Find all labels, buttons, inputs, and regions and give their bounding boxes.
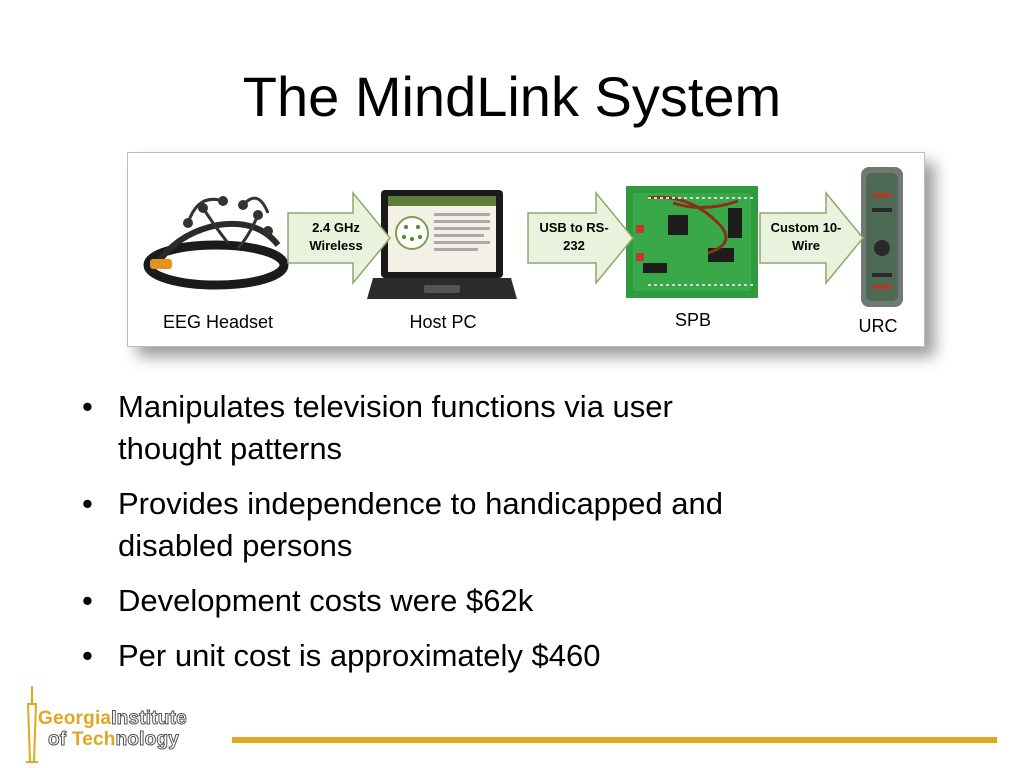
tower-icon xyxy=(26,686,38,763)
bullet-dot: • xyxy=(82,638,93,673)
logo-line-1: GeorgiaInstitute xyxy=(38,708,187,729)
diagram-canvas xyxy=(143,167,903,307)
system-diagram: 2.4 GHz Wireless USB to RS- 232 Custom 1… xyxy=(127,152,925,347)
urc-remote-image xyxy=(861,167,903,307)
eeg-headset-image xyxy=(143,181,289,299)
caption-eeg-headset: EEG Headset xyxy=(162,312,274,332)
link-label-usb: USB to RS- 232 xyxy=(539,220,609,253)
bullet-item: • Manipulates television functions via u… xyxy=(78,386,978,470)
spb-board-image xyxy=(626,186,758,298)
caption-host-pc: Host PC xyxy=(409,312,477,332)
bullet-list: • Manipulates television functions via u… xyxy=(78,386,978,690)
slide-title: The MindLink System xyxy=(242,65,782,128)
bullet-item: • Development costs were $62k xyxy=(78,580,978,622)
caption-urc: URC xyxy=(858,316,898,336)
bullet-dot: • xyxy=(82,583,93,618)
footer-gold-rule xyxy=(232,737,997,743)
link-label-custom-wire: Custom 10- Wire xyxy=(770,220,842,253)
bullet-dot: • xyxy=(82,389,93,424)
caption-spb: SPB xyxy=(674,310,712,330)
arrow-wireless xyxy=(287,190,391,286)
logo-line-2: of Technology xyxy=(48,729,180,750)
host-pc-image xyxy=(367,190,517,299)
bullet-item: • Provides independence to handicapped a… xyxy=(78,483,978,567)
arrow-usb xyxy=(527,190,634,286)
bullet-dot: • xyxy=(82,486,93,521)
arrow-custom-wire xyxy=(759,190,864,286)
bullet-item: • Per unit cost is approximately $460 xyxy=(78,635,978,677)
link-label-wireless: 2.4 GHz Wireless xyxy=(309,220,363,253)
